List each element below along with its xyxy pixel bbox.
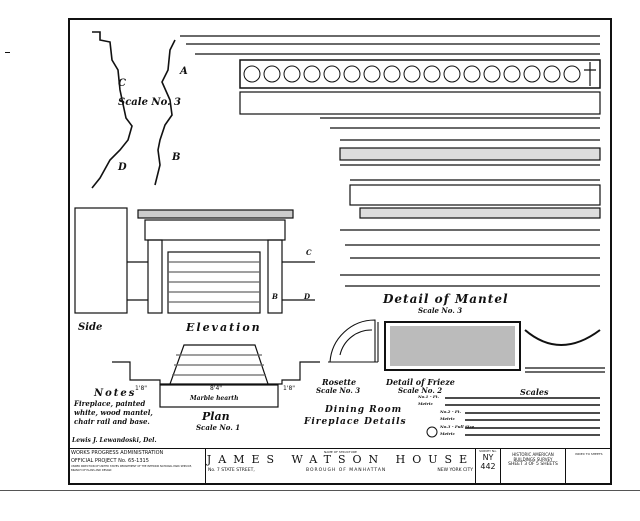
habs-block: HISTORIC AMERICAN BUILDINGS SURVEY SHEET… [500,448,565,485]
wpa-line3: UNDER DIRECTION OF UNITED STATES DEPARTM… [71,465,192,472]
drawing-title-line1: Dining Room [325,405,403,415]
structure-name: JAMES WATSON HOUSE [206,453,475,466]
survey-number-block: SURVEY No. NY 442 [475,448,500,485]
scale-row: No.2 - Ft. [440,409,461,414]
address-row: No. 7 STATE STREET, BOROUGH OF MANHATTAN… [206,466,475,473]
scale-row: No.3 - Full Size [440,424,475,429]
side-label: Side [78,322,103,333]
rosette-drawing [328,319,379,363]
plan-dim-left: 1'8" [135,385,148,392]
profile-label-d: D [118,162,127,173]
notes-title: Notes [94,388,137,399]
scale-row: No.1 - Ft. [418,394,439,399]
name-caption: NAME OF STRUCTURE [324,450,357,454]
wpa-block: WORKS PROGRESS ADMINISTRATION OFFICIAL P… [68,448,205,485]
plan-dim-right: 1'8" [283,385,296,392]
molding-profile-a-b [154,39,176,186]
plan-drawing [112,344,320,408]
address: No. 7 STATE STREET, [208,468,255,473]
rosette-scale: Scale No. 3 [316,386,361,395]
frieze-drawing [384,321,605,373]
survey-number: 442 [480,462,496,471]
rosette-title: Rosette [322,377,357,387]
trim-line [0,490,640,491]
mantel-detail-title: Detail of Mantel [383,292,509,306]
profile-label-a: A [180,66,188,77]
habs-line2: BUILDINGS SURVEY [513,457,553,462]
survey-state: NY [482,453,494,462]
sheet-text: SHEET 3 OF 5 SHEETS [508,462,558,467]
borough: BOROUGH OF MANHATTAN [305,468,387,473]
wpa-line1: WORKS PROGRESS ADMINISTRATION [71,450,164,456]
index-caption: INDEX TO SHEETS [575,452,603,456]
scale-row: Metric [440,416,455,421]
profile-label-c: C [118,78,126,89]
notes-text: Fireplace, painted white, wood mantel, c… [74,399,153,426]
frieze-title: Detail of Frieze [386,377,455,387]
habs-line1: HISTORIC AMERICAN [512,452,554,457]
mantel-ornament-circles [243,65,581,83]
registration-tick [5,52,10,53]
molding-profile-c-d [91,31,133,189]
scale-row: Metric [418,401,433,406]
elevation-label: Elevation [186,321,262,334]
index-block: INDEX TO SHEETS [565,448,612,485]
scales-title: Scales [520,387,549,397]
plan-title: Plan [202,410,230,423]
scale-row: Metric [440,431,455,436]
scale-bars [426,397,600,438]
structure-name-block: NAME OF STRUCTURE JAMES WATSON HOUSE No.… [205,448,475,485]
delineator-signature: Lewis J. Lewandoski, Del. [72,437,157,444]
wpa-line2: OFFICIAL PROJECT No. 65-1315 [71,458,149,464]
frieze-scale: Scale No. 2 [398,386,443,395]
mantel-detail-scale: Scale No. 3 [418,306,463,315]
marble-hearth-label: Marble hearth [190,395,239,402]
city: NEW YORK CITY [437,468,473,473]
drawing-frame [68,18,612,485]
elevation-mark-b: B [272,292,278,301]
drawing-title-line2: Fireplace Details [304,417,407,427]
elevation-mark-d: D [304,292,311,301]
profile-label-b: B [172,152,181,163]
mantel-detail-drawing [180,35,601,287]
plan-dim-center: 8'4" [210,385,223,392]
elevation-mark-c: C [306,248,312,257]
profile-scale: Scale No. 3 [118,97,181,108]
elevation-drawing [74,207,315,314]
survey-caption: SURVEY No. [479,449,497,453]
plan-scale: Scale No. 1 [196,423,241,432]
